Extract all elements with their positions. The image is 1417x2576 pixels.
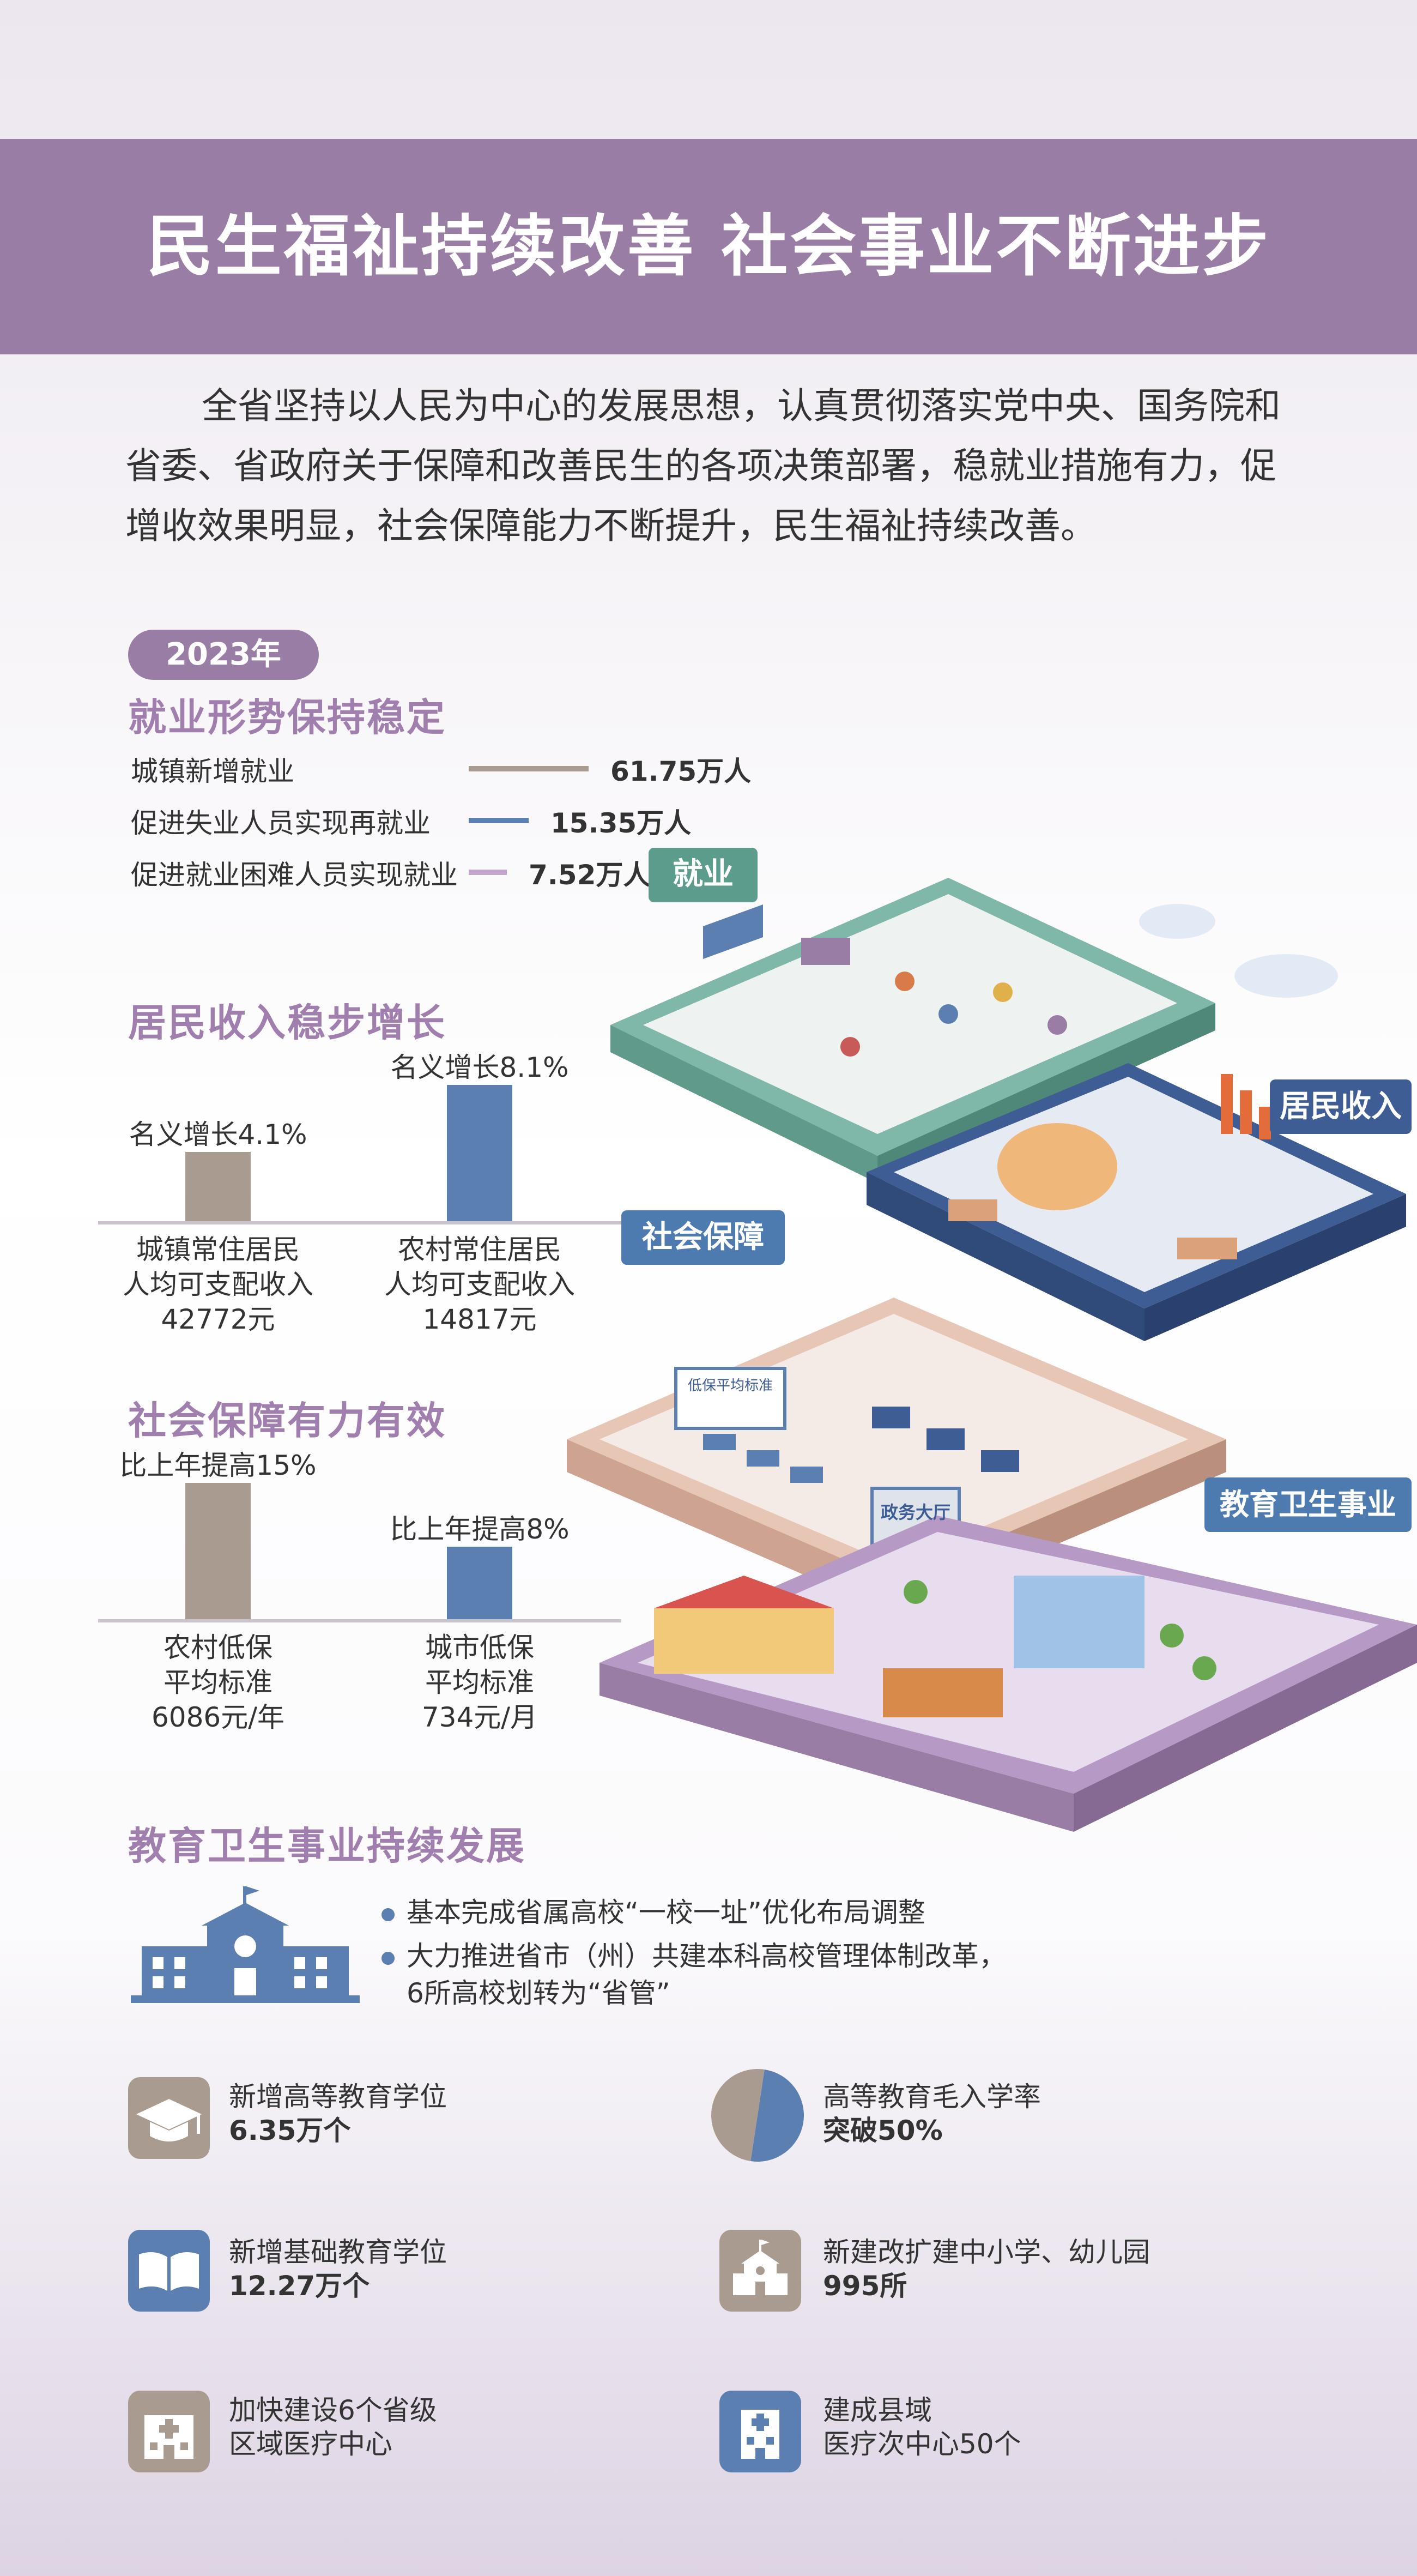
income-title: 居民收入稳步增长 (128, 1000, 446, 1045)
category-line: 734元/月 (421, 1702, 538, 1733)
category-line: 平均标准 (425, 1667, 534, 1698)
social-title: 社会保障有力有效 (128, 1398, 446, 1443)
intro-paragraph: 全省坚持以人民为中心的发展思想，认真贯彻落实党中央、国务院和省委、省政府关于保障… (125, 385, 1281, 547)
education-platform (600, 1516, 1417, 1832)
category-line: 14817元 (422, 1304, 537, 1335)
hospital-icon (128, 2391, 210, 2472)
svg-text:居民收入: 居民收入 (1280, 1089, 1402, 1124)
category-line: 6086元/年 (151, 1702, 285, 1733)
bullet-dot-icon (382, 1951, 395, 1965)
chart-baseline (98, 1619, 621, 1622)
employment-item-label: 促进失业人员实现再就业 (131, 807, 431, 839)
category-line: 人均可支配收入 (123, 1269, 313, 1300)
category-line: 人均可支配收入 (384, 1269, 575, 1300)
employment-item-value: 15.35万人 (550, 807, 692, 839)
stat-item: 建成县域医疗次中心50个 (823, 2394, 1021, 2460)
bar-category-label: 城镇常住居民人均可支配收入 42772元 (55, 1232, 382, 1337)
chart-baseline (98, 1221, 621, 1224)
category-line: 城镇常住居民 (136, 1234, 300, 1265)
pie-slice (750, 2069, 804, 2162)
education-bullet-continued: 6所高校划转为“省管” (407, 1977, 670, 2009)
social-platform (567, 1298, 1226, 1614)
employment-item-value: 61.75万人 (610, 756, 752, 787)
employment-bar (469, 766, 589, 771)
category-line: 农村低保 (164, 1632, 272, 1663)
svg-text:社会保障: 社会保障 (642, 1220, 764, 1255)
bar-value-label: 名义增长4.1% (129, 1119, 307, 1150)
category-line: 平均标准 (164, 1667, 272, 1698)
label-hall: 政务大厅 (881, 1502, 950, 1523)
piggy-bank-icon (997, 1123, 1117, 1210)
svg-text:教育卫生事业: 教育卫生事业 (1220, 1487, 1396, 1522)
bar-value-label: 比上年提高8% (390, 1513, 570, 1545)
stat-item: 加快建设6个省级区域医疗中心 (229, 2394, 437, 2460)
svg-text:就业: 就业 (673, 856, 734, 892)
employment-item-label: 城镇新增就业 (131, 756, 294, 787)
label-shebao: 社会保障 (621, 1210, 785, 1265)
school-icon (719, 2230, 801, 2312)
employment-bar (469, 818, 529, 823)
employment-bar (469, 870, 507, 875)
graduation-cap-icon (128, 2077, 210, 2159)
bar-category-label: 城市低保平均标准 734元/月 (316, 1630, 643, 1735)
year-badge: 2023年 (128, 630, 319, 680)
pie-slice (711, 2069, 765, 2162)
education-title: 教育卫生事业持续发展 (128, 1824, 526, 1868)
bar (447, 1085, 512, 1221)
label-board: 低保平均标准 (688, 1378, 773, 1394)
illustration-svg: 就业 居民收入 社会保障 教育卫生事业 政务大厅 低保平均标准 (567, 848, 1417, 1832)
social-bar-chart: 比上年提高15% 农村低保平均标准 6086元/年 比上年提高8% 城市低保平均标准 73… (98, 1450, 621, 1734)
bar (447, 1547, 512, 1619)
page-title: 民生福祉持续改善 社会事业不断进步 (146, 208, 1271, 285)
employment-item-label: 促进就业困难人员实现就业 (131, 859, 458, 891)
bar (185, 1483, 251, 1619)
label-income: 居民收入 (1270, 1079, 1412, 1134)
clinic-icon (719, 2391, 801, 2472)
university-building-icon (131, 1886, 360, 2006)
cloud-icon (1234, 954, 1338, 998)
bar (185, 1152, 251, 1221)
bullet-dot-icon (382, 1908, 395, 1921)
employment-item-value: 7.52万人 (529, 859, 651, 891)
income-platform (867, 1063, 1406, 1341)
education-bullet: 大力推进省市（州）共建本科高校管理体制改革， (382, 1938, 1006, 1974)
bar-value-label: 名义增长8.1% (390, 1052, 569, 1083)
education-bullet: 基本完成省属高校“一校一址”优化布局调整 (382, 1895, 925, 1931)
label-jiuye: 就业 (649, 848, 758, 902)
category-line: 农村常住居民 (398, 1234, 561, 1265)
label-edu: 教育卫生事业 (1204, 1477, 1412, 1532)
isometric-illustration: 就业 居民收入 社会保障 教育卫生事业 政务大厅 低保平均标准 (567, 818, 1417, 1886)
open-book-icon (128, 2230, 210, 2312)
bar-value-label: 比上年提高15% (119, 1450, 317, 1481)
cloud-icon (1139, 904, 1215, 939)
pie-svg (711, 2069, 804, 2162)
category-line: 42772元 (161, 1304, 275, 1335)
title-band (0, 139, 1417, 354)
stat-item: 高等教育毛入学率突破50% (823, 2081, 1041, 2146)
category-line: 城市低保 (425, 1632, 534, 1663)
bar-category-label: 农村低保平均标准 6086元/年 (55, 1630, 382, 1735)
bar-category-label: 农村常住居民人均可支配收入 14817元 (316, 1232, 643, 1337)
employment-title: 就业形势保持稳定 (128, 695, 446, 740)
enrollment-pie-chart (708, 2066, 807, 2164)
